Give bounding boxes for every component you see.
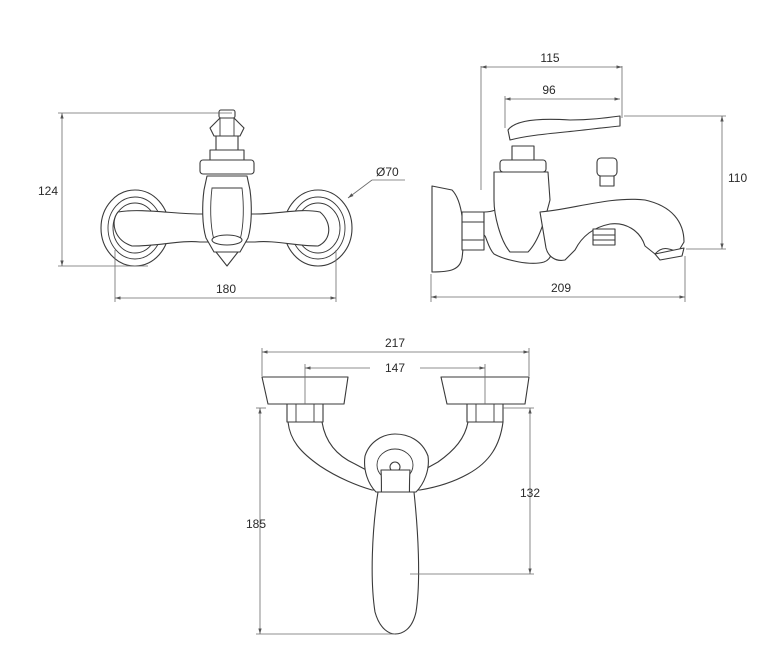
side-lever-handle	[507, 115, 621, 141]
dim-top-depth: 185	[246, 517, 266, 531]
top-valve	[199, 109, 255, 175]
top-dimensions: 217 147 185 132	[246, 336, 540, 635]
top-spout	[371, 491, 420, 635]
dim-side-reach: 115	[540, 51, 559, 65]
dim-front-width: 180	[216, 282, 236, 296]
diverter-knob	[596, 157, 618, 177]
dim-side-lever: 96	[542, 83, 556, 97]
dim-top-width: 217	[385, 336, 405, 350]
front-view	[100, 109, 353, 267]
wall-flange	[431, 185, 465, 273]
front-dimensions: 124 180 Ø70	[38, 112, 405, 302]
side-view	[431, 115, 685, 273]
dim-front-height: 124	[38, 184, 58, 198]
dim-side-height: 110	[728, 171, 747, 185]
dim-top-lever: 132	[520, 486, 540, 500]
top-view	[261, 376, 530, 635]
dim-escutcheon-diameter: Ø70	[376, 165, 399, 179]
aerator	[211, 234, 243, 246]
dim-side-depth: 209	[551, 281, 571, 295]
side-column	[493, 171, 551, 253]
side-dimensions: 115 96 110 209	[430, 51, 747, 302]
central-column	[202, 175, 252, 253]
top-body	[287, 421, 504, 491]
connector-nut	[461, 211, 485, 251]
dim-top-centers: 147	[385, 361, 405, 375]
